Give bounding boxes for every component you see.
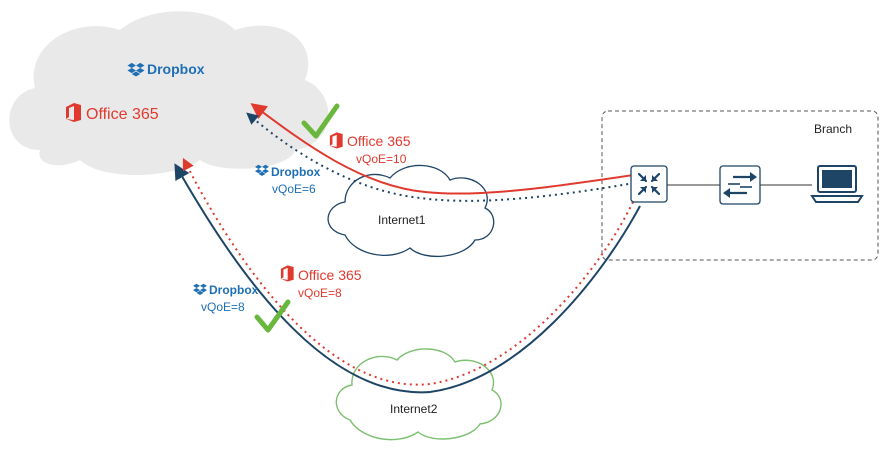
checkmark-icon: [254, 299, 291, 333]
internet2-dropbox-label: Dropbox: [209, 283, 259, 297]
internet1-cloud: [327, 164, 495, 258]
internet1-office-path: [250, 103, 641, 195]
internet2-cloud: [335, 348, 502, 441]
internet2-label: Internet2: [390, 402, 438, 416]
internet2-dropbox-path: [174, 163, 641, 394]
internet1-office-label: Office 365: [347, 133, 411, 149]
office-365-icon: [329, 132, 343, 149]
office-365-icon: [280, 265, 294, 282]
saas-cloud: [9, 11, 329, 175]
checkmark-icon: [301, 103, 340, 139]
branch-label: Branch: [814, 122, 852, 136]
internet2-office-vqoe: vQoE=8: [298, 286, 342, 300]
dropbox-icon: [193, 283, 207, 295]
laptop-icon: [810, 165, 864, 203]
switch-icon: [719, 165, 761, 205]
internet1-dropbox-label: Dropbox: [271, 165, 321, 179]
internet2-dropbox-vqoe: vQoE=8: [201, 300, 245, 314]
cloud-office-label: Office 365: [86, 106, 159, 123]
internet1-office-vqoe: vQoE=10: [356, 152, 407, 166]
internet2-office-label: Office 365: [298, 267, 362, 283]
internet1-label: Internet1: [378, 213, 426, 227]
internet1-dropbox-vqoe: vQoE=6: [272, 182, 316, 196]
internet2-office-path: [182, 157, 634, 386]
cloud-dropbox-label: Dropbox: [147, 61, 205, 77]
router-icon: [630, 165, 668, 203]
